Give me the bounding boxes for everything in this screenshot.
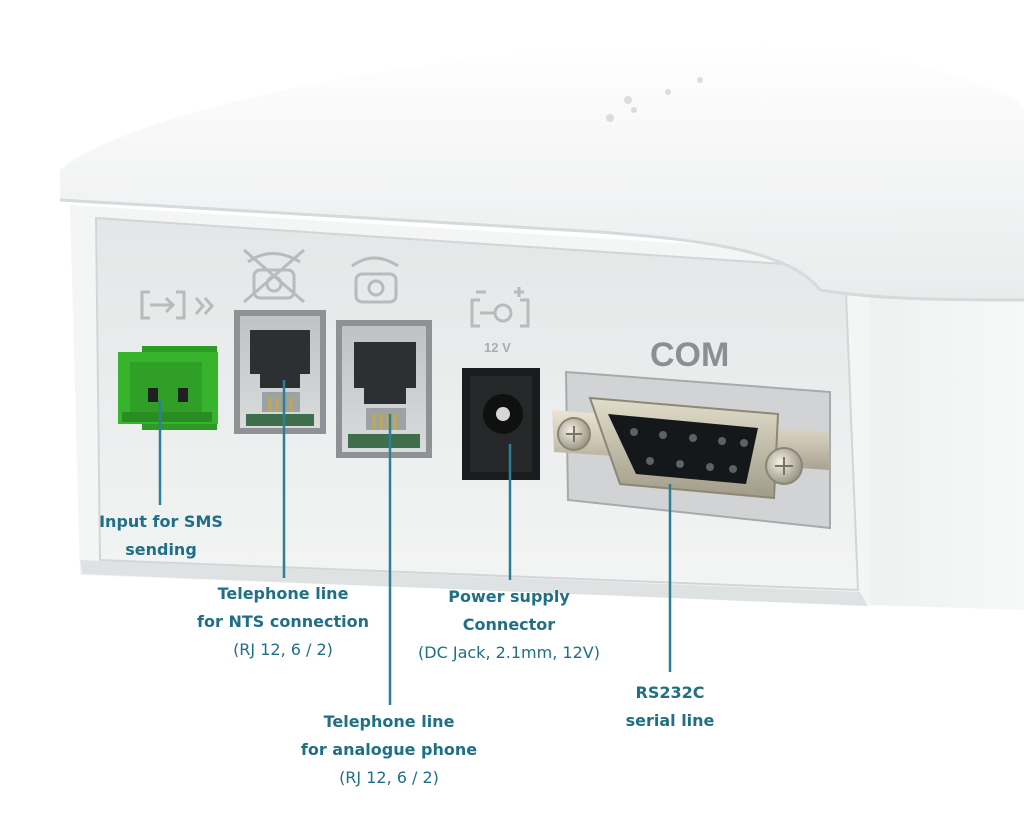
label-nts-line: Telephone line for NTS connection (RJ 12… xyxy=(186,580,380,664)
dc-jack xyxy=(462,368,540,480)
phone-icon xyxy=(351,256,399,304)
label-rs232-line2: serial line xyxy=(625,711,715,730)
com-label: COM xyxy=(650,336,729,374)
label-power-supply: Power supply Connector (DC Jack, 2.1mm, … xyxy=(404,583,614,667)
power-12v-icon xyxy=(470,287,530,328)
analogue-rj12-socket xyxy=(336,320,432,458)
label-analogue-line2: for analogue phone xyxy=(300,740,478,759)
label-nts-line2: for NTS connection xyxy=(197,612,369,631)
db9-serial-connector xyxy=(552,370,831,530)
label-analogue-line: Telephone line for analogue phone (RJ 12… xyxy=(286,708,492,792)
device-side xyxy=(820,210,1024,610)
label-sms-line2: sending xyxy=(125,540,197,559)
label-sms-line1: Input for SMS xyxy=(99,512,223,531)
label-rs232-line1: RS232C xyxy=(635,683,705,702)
top-cover xyxy=(60,42,1024,300)
label-analogue-line3: (RJ 12, 6 / 2) xyxy=(339,768,439,787)
label-analogue-line1: Telephone line xyxy=(323,712,455,731)
label-rs232: RS232C serial line xyxy=(602,679,738,735)
leader-lines xyxy=(158,380,672,705)
label-power-line2: Connector xyxy=(462,615,556,634)
label-power-line1: Power supply xyxy=(448,587,570,606)
nts-line-icon xyxy=(243,248,305,304)
power-icon-text: 12 V xyxy=(484,340,511,355)
label-nts-line1: Telephone line xyxy=(217,584,349,603)
label-power-line3: (DC Jack, 2.1mm, 12V) xyxy=(418,643,600,662)
sms-input-icon xyxy=(140,290,214,320)
sms-connector xyxy=(118,346,218,430)
nts-rj12-socket xyxy=(234,310,326,434)
label-nts-line3: (RJ 12, 6 / 2) xyxy=(233,640,333,659)
label-sms-input: Input for SMS sending xyxy=(86,508,236,564)
